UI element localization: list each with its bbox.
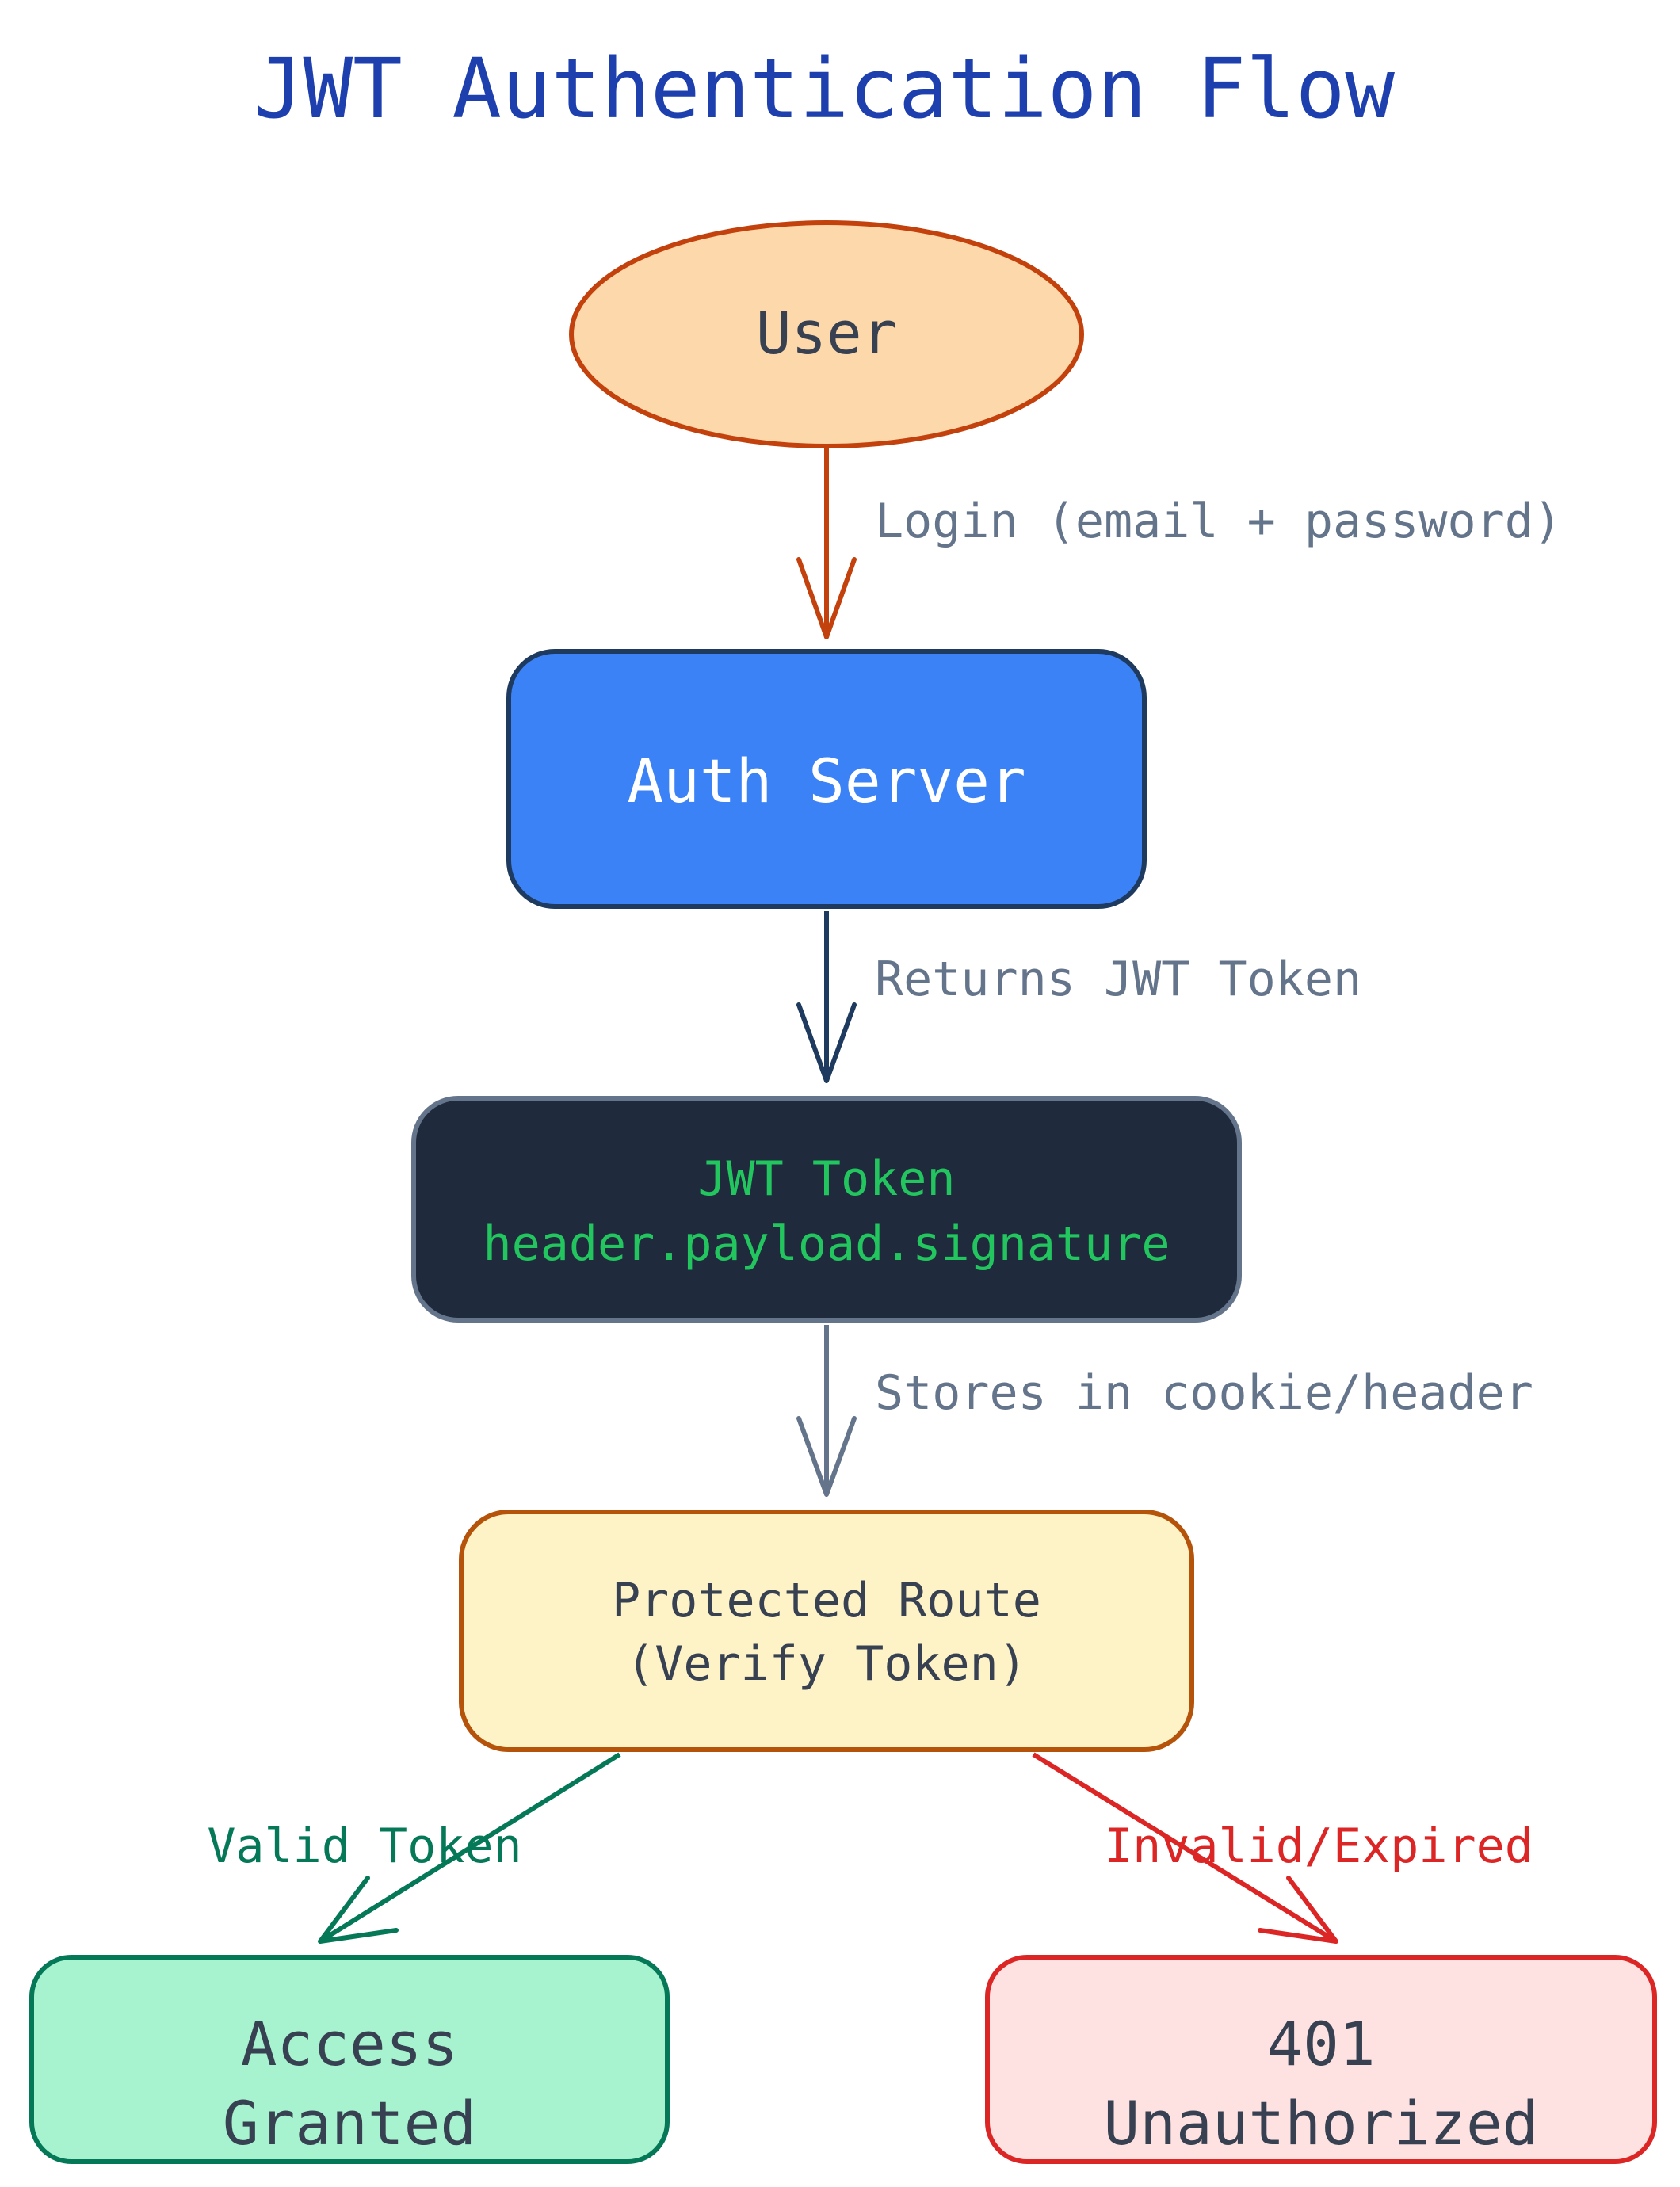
- edge-invalid: [1032, 1752, 1338, 1944]
- edge-label-invalid: Invalid/Expired: [1104, 1819, 1533, 1874]
- edge-stores: [796, 1325, 857, 1497]
- node-access-granted-line1: Access: [241, 2009, 459, 2079]
- node-access-granted: Access Granted: [29, 1955, 670, 2164]
- node-jwt-token: JWT Token header.payload.signature: [411, 1096, 1242, 1323]
- node-jwt-token-line1: JWT Token: [697, 1151, 955, 1207]
- node-auth-server: Auth Server: [506, 649, 1147, 909]
- node-auth-server-label: Auth Server: [627, 746, 1025, 816]
- node-protected-route: Protected Route (Verify Token): [459, 1510, 1194, 1752]
- node-user: User: [569, 220, 1084, 448]
- edge-label-stores: Stores in cookie/header: [875, 1365, 1533, 1421]
- edge-login: [796, 447, 857, 639]
- edge-label-returns-token: Returns JWT Token: [875, 952, 1361, 1007]
- node-user-label: User: [756, 300, 897, 368]
- node-protected-route-line1: Protected Route: [612, 1573, 1041, 1628]
- diagram-title: JWT Authentication Flow: [254, 40, 1395, 137]
- edge-valid: [318, 1752, 621, 1944]
- node-unauthorized-line1: 401: [1266, 2009, 1375, 2079]
- node-unauthorized-line2: Unauthorized: [1103, 2088, 1538, 2158]
- node-protected-route-line2: (Verify Token): [626, 1636, 1027, 1692]
- edge-returns-token: [796, 911, 857, 1083]
- edge-label-valid: Valid Token: [207, 1819, 521, 1874]
- node-unauthorized: 401 Unauthorized: [985, 1955, 1657, 2164]
- edge-label-login: Login (email + password): [875, 494, 1562, 549]
- node-access-granted-line2: Granted: [223, 2088, 476, 2158]
- node-jwt-token-line2: header.payload.signature: [483, 1216, 1170, 1272]
